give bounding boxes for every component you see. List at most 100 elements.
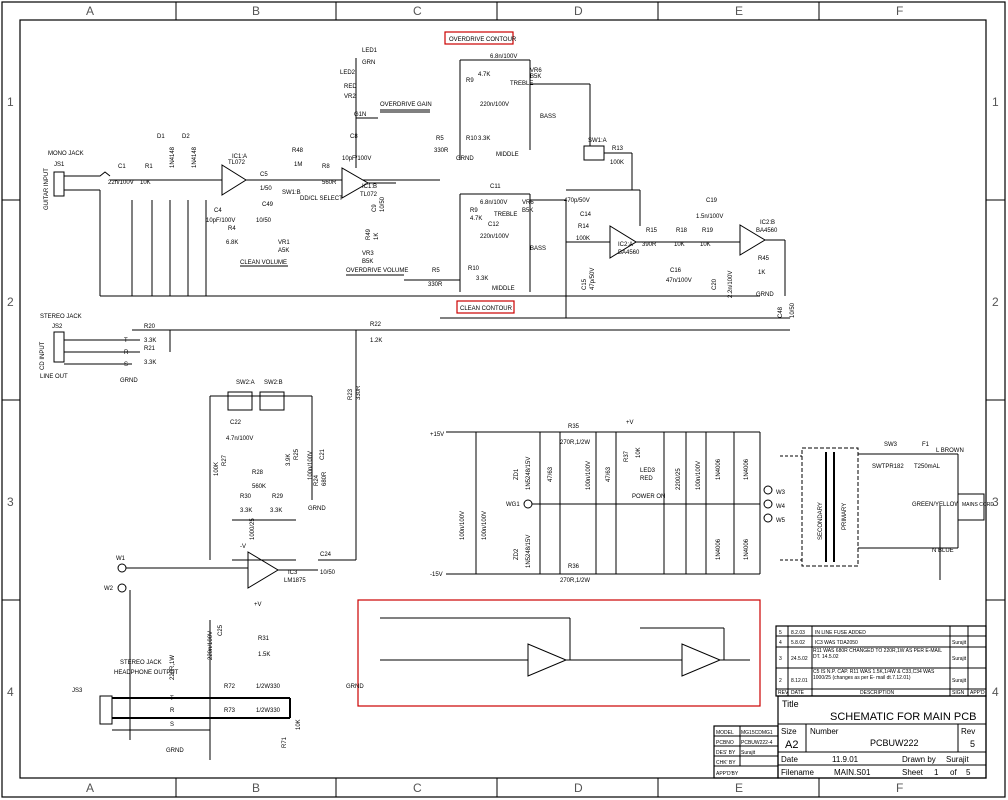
zd2-val: 1N5248/15V (526, 535, 532, 568)
secondary-label: SECONDARY (818, 502, 824, 540)
c29-val: 100n/100V (586, 461, 592, 490)
r18-ref: R18 (676, 228, 688, 234)
revision-table: 5 8.2.03 IN LINE FUSE ADDED 4 5.8.02 IC3… (775, 625, 987, 697)
ic3-val: LM1875 (284, 578, 306, 584)
r13-ref: R13 (612, 146, 624, 152)
sw2a-ref: SW2:A (236, 380, 255, 386)
ic1a-ref: IC1:A (232, 154, 247, 160)
c8-val: 10pF/100V (342, 156, 371, 162)
r8-val: 560R (322, 180, 337, 186)
power-on-label: POWER ON (632, 494, 665, 500)
sw2b-ref: SW2:B (264, 380, 283, 386)
grid-col-e-bottom: E (735, 781, 743, 795)
r25-val: 3.9K (286, 454, 292, 466)
vr1-val: A5K (278, 248, 289, 254)
led3-ref: LED3 (640, 468, 656, 474)
js3-r-label: R (170, 708, 175, 714)
c22-ref: C22 (230, 420, 242, 426)
schematic-title: SCHEMATIC FOR MAIN PCB (830, 711, 976, 723)
grid-row-3-right: 3 (992, 495, 999, 509)
cd-input-label: CD INPUT (40, 341, 46, 370)
c15-val: 47p/50V (590, 268, 596, 290)
sheet-value: 1 (934, 768, 939, 777)
overdrive-contour-box (444, 31, 514, 45)
d6-val: 1N4006 (744, 538, 750, 560)
r4-ref: R4 (228, 226, 236, 232)
vr6-bot-ref: VR6 (522, 200, 534, 206)
r4-val: 6.8K (226, 240, 238, 246)
vr2-ref: VR2 (344, 94, 356, 100)
grid-row-2-right: 2 (992, 295, 999, 309)
r73-val: 1/2W330 (256, 708, 281, 714)
rev-2-desc: C5 IS N.P. CAP. R11 WAS 1.5K,1/4W & C33,… (813, 669, 935, 681)
plus-v-amp-label: +V (254, 602, 262, 608)
grid-col-d-bottom: D (574, 781, 583, 795)
r18-val: 10K (674, 242, 685, 248)
grid-row-3-left: 3 (7, 495, 14, 509)
jack-js1-symbol (53, 171, 65, 197)
led2-ref: LED2 (340, 70, 356, 76)
date-label: Date (781, 755, 798, 764)
c22-val: 4.7n/100V (226, 436, 253, 442)
c16-val: 47n/100V (666, 278, 692, 284)
js1-label: JS1 (54, 162, 65, 168)
r5-top-val: 330R (434, 148, 449, 154)
grid-row-4-left: 4 (7, 685, 14, 699)
r37-ref: R37 (624, 450, 630, 462)
c35-val: 100n/100V (696, 461, 702, 490)
r45-val: 1K (758, 270, 765, 276)
of-value: 5 (966, 768, 971, 777)
c39-val: 100n/100V (460, 511, 466, 540)
ic3-ref: IC3 (288, 570, 298, 576)
filename-label: Filename (781, 768, 814, 777)
c9-val: 10/50 (380, 196, 386, 212)
w3-label: W3 (776, 490, 786, 496)
c27-val: 47/63 (548, 466, 554, 482)
r9-top-val: 4.7K (478, 72, 490, 78)
w5-label: W5 (776, 518, 786, 524)
ic2b-ref: IC2:B (760, 220, 775, 226)
vr1-ref: VR1 (278, 240, 290, 246)
grid-col-f-top: F (896, 4, 903, 18)
grid-col-d-top: D (574, 4, 583, 18)
js2-s-label: S (124, 362, 128, 368)
headphone-output-label: HEADPHONE OUTPUT (114, 670, 179, 676)
rev-3-num: 3 (779, 656, 782, 662)
c19-ref: C19 (706, 198, 718, 204)
c48-val: 10/50 (790, 302, 796, 318)
sw1b-ref: SW1:B (282, 190, 301, 196)
minus-v-label: -V (240, 544, 246, 550)
vr3-ref: VR3 (362, 251, 374, 257)
sw3-ref: SW3 (884, 442, 898, 448)
rev-header-sign: SIGN (952, 690, 965, 696)
line-out-label: LINE OUT (40, 374, 68, 380)
grnd-js2-label: GRND (120, 378, 138, 384)
stereo-jack-label: STEREO JACK (40, 314, 82, 320)
vr6-top-val: B5K (530, 74, 541, 80)
grid-col-f-bottom: F (896, 781, 903, 795)
grid-col-e-top: E (735, 4, 743, 18)
c19-val: 1.5n/100V (696, 214, 723, 220)
bass-top-label: BASS (540, 114, 556, 120)
r45-ref: R45 (758, 256, 770, 262)
r28-ref: R28 (252, 470, 264, 476)
rev-header-desc: DESCRIPTION (860, 690, 895, 696)
grid-col-b-top: B (252, 4, 260, 18)
c20-ref: C20 (712, 278, 718, 290)
r48-val: 1M (294, 162, 302, 168)
r9-top-ref: R9 (466, 78, 474, 84)
r19-val: 10K (700, 242, 711, 248)
c25-val: 220n/100V (208, 631, 214, 660)
r72-ref: R72 (224, 684, 236, 690)
r10-bot-ref: R10 (468, 266, 480, 272)
r13-val: 100K (610, 160, 624, 166)
vr3-val: B5K (362, 259, 373, 265)
title-block: MODEL MG15CDMG1 PCBNO PCBUW222-4 DES' BY… (713, 695, 987, 779)
grid-col-a-top: A (86, 4, 94, 18)
clean-volume-label: CLEAN VOLUME (240, 260, 287, 266)
js2-t-label: T (124, 338, 128, 344)
r27-val: 100K (214, 462, 220, 476)
c8-ref: C8 (350, 134, 358, 140)
cd-input-section: STEREO JACK JS2 CD INPUT LINE OUT T R S … (40, 314, 382, 560)
r26-val: 220R,1W (170, 655, 176, 680)
